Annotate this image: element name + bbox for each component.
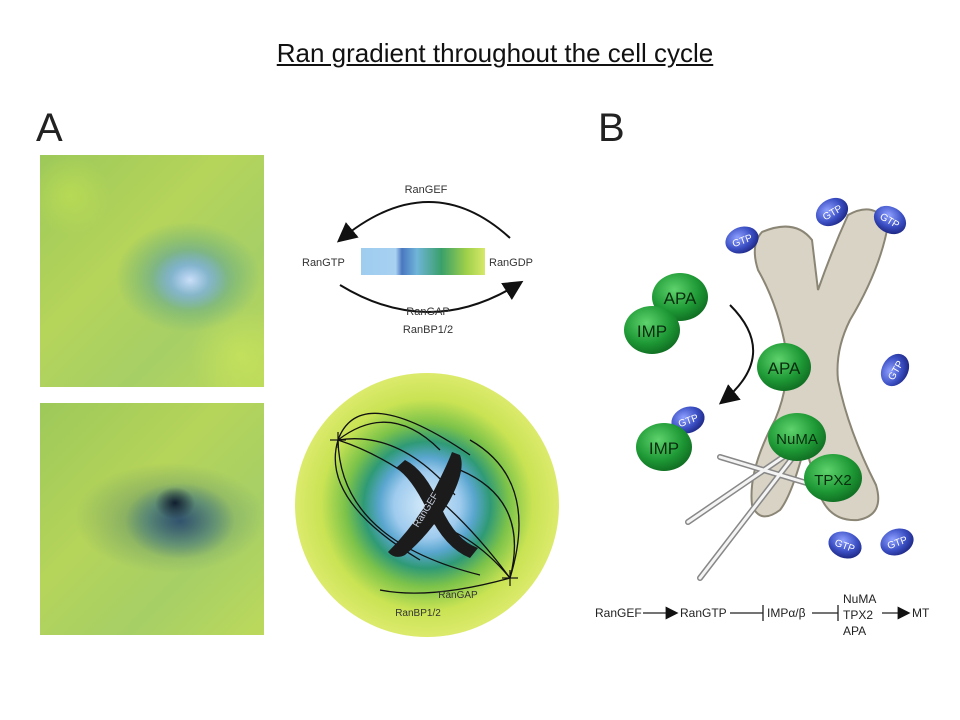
svg-text:NuMA: NuMA [776, 431, 818, 448]
ranBP-label: RanBP1/2 [403, 324, 453, 336]
chromosome-shape [388, 452, 478, 558]
ranGAP-label: RanGAP [406, 306, 449, 318]
microscopy-image-interphase [40, 155, 264, 387]
pathway-step-rangtp: RanGTP [680, 606, 727, 620]
gtp-molecule: GTP [815, 197, 849, 227]
svg-text:IMP: IMP [637, 322, 667, 341]
pathway-target-numa: NuMA [843, 592, 876, 606]
ranGTP-state-label: RanGTP [302, 257, 345, 269]
ranGAP-arrow [339, 280, 524, 313]
tpx2-protein: TPX2 [804, 454, 862, 502]
ranGEF-arrow [336, 201, 511, 243]
ranGEF-top-label: RanGEF [405, 184, 448, 196]
ran-gradient-bar [361, 248, 485, 275]
svg-text:TPX2: TPX2 [814, 472, 852, 489]
gtp-molecule: GTP [873, 205, 907, 235]
pathway-target-tpx2: TPX2 [843, 608, 873, 622]
cell-ranBP-label: RanBP1/2 [395, 608, 441, 619]
microscopy-image-mitosis [40, 403, 264, 635]
numa-protein: NuMA [768, 413, 826, 461]
page-title: Ran gradient throughout the cell cycle [276, 38, 714, 68]
imp-protein-bound: IMP [624, 306, 680, 354]
gtp-molecule: GTP [880, 353, 910, 387]
cell-ranGAP-label: RanGAP [438, 590, 478, 601]
ranGDP-state-label: RanGDP [489, 257, 533, 269]
gtp-molecule: GTP [671, 406, 705, 434]
spindle-pole-top [330, 432, 346, 448]
pathway-step-imp: IMPα/β [767, 606, 806, 620]
release-arrow [718, 304, 754, 405]
imp-protein-with-gtp: IMP [636, 423, 692, 471]
gtp-molecule: GTP [725, 226, 759, 254]
spindle-pole-bottom [502, 570, 518, 586]
pathway: RanGEF RanGTP IMPα/β NuMA TPX2 APA MT [595, 592, 930, 638]
apa-protein-bound-to-imp: APA [652, 273, 708, 321]
gtp-molecule: GTP [880, 528, 914, 556]
panel-a-letter: A [36, 106, 63, 150]
pathway-step-rangef: RanGEF [595, 606, 642, 620]
pathway-target-apa: APA [843, 624, 866, 638]
svg-text:IMP: IMP [649, 439, 679, 458]
apa-protein-free: APA [757, 343, 811, 391]
svg-text:APA: APA [664, 289, 697, 308]
pathway-output-mt: MT [912, 606, 930, 620]
gtp-molecule: GTP [828, 531, 862, 559]
svg-text:APA: APA [768, 359, 801, 378]
panel-b-letter: B [598, 106, 625, 150]
